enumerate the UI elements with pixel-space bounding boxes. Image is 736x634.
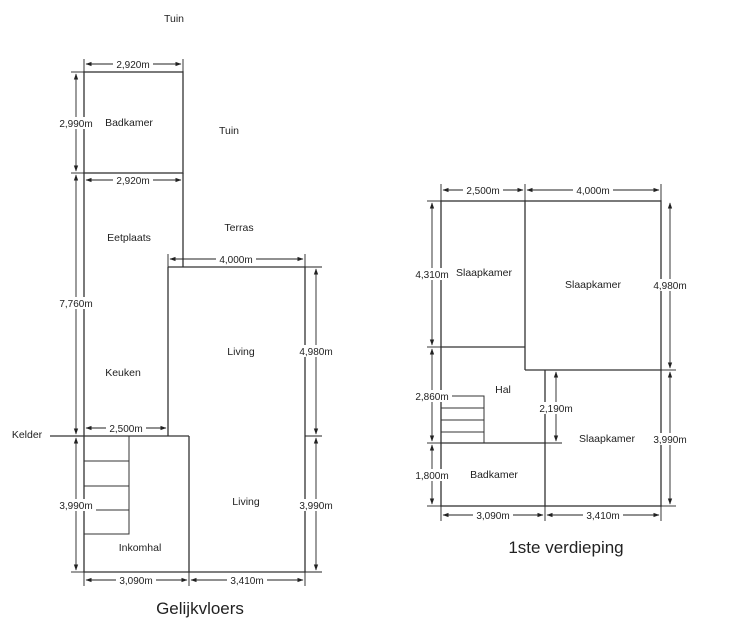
ground-floor-plan: 2,920m 2,990m 2,920m 7,760m 4,000m 4,980… (12, 13, 336, 618)
dim-badkamer-width: 2,920m (116, 60, 149, 71)
room-label-badkamer-1st: Badkamer (470, 469, 518, 481)
ground-floor-walls (50, 71, 306, 573)
ground-floor-room-labels: Tuin Badkamer Tuin Eetplaats Terras Livi… (12, 13, 260, 554)
dim-badkamer-depth: 2,990m (59, 119, 92, 130)
room-label-hal: Hal (495, 384, 511, 396)
room-label-slaapkamer-left: Slaapkamer (456, 267, 513, 279)
ground-floor-dimension-labels: 2,920m 2,990m 2,920m 7,760m 4,000m 4,980… (56, 58, 336, 587)
room-label-slaapkamer-bottom: Slaapkamer (579, 433, 636, 445)
dim-eetplaats-width: 2,920m (116, 176, 149, 187)
dim-kelder-width: 2,500m (109, 424, 142, 435)
first-floor-dimension-labels: 2,500m 4,000m 4,310m 4,980m 2,860m 2,190… (412, 184, 690, 522)
dim-slaapkamer-right-depth: 4,980m (653, 281, 686, 292)
first-floor-walls (440, 200, 662, 507)
ground-floor-title: Gelijkvloers (156, 599, 244, 618)
dim-living-depth-top: 4,980m (299, 347, 332, 358)
dim-slaapkamer-left-depth: 4,310m (415, 270, 448, 281)
room-label-terras: Terras (224, 222, 253, 234)
dim-hal-inner-depth: 2,190m (539, 404, 572, 415)
dim-eetplaats-keuken-depth: 7,760m (59, 299, 92, 310)
room-label-living-top: Living (227, 346, 255, 358)
dim-slaapkamer-bottom-depth: 3,990m (653, 435, 686, 446)
room-label-kelder: Kelder (12, 429, 43, 441)
first-floor-plan: 2,500m 4,000m 4,310m 4,980m 2,860m 2,190… (412, 184, 690, 557)
room-label-tuin-top: Tuin (164, 13, 184, 25)
dim-inkomhal-depth: 3,990m (59, 501, 92, 512)
dim-bottom-left-width: 3,090m (119, 576, 152, 587)
room-label-slaapkamer-right: Slaapkamer (565, 279, 622, 291)
first-floor-stairs (440, 395, 485, 444)
dim-bottom-left-width-1st: 3,090m (476, 511, 509, 522)
room-label-inkomhal: Inkomhal (119, 542, 162, 554)
dim-living-depth-bottom: 3,990m (299, 501, 332, 512)
room-label-tuin: Tuin (219, 125, 239, 137)
dim-hal-depth: 2,860m (415, 392, 448, 403)
first-floor-room-labels: Slaapkamer Slaapkamer Hal Slaapkamer Bad… (456, 267, 636, 481)
ground-floor-dimension-lines (71, 59, 322, 586)
first-floor-dimension-lines (427, 184, 676, 521)
dim-bottom-right-width-1st: 3,410m (586, 511, 619, 522)
dim-badkamer-depth: 1,800m (415, 471, 448, 482)
dim-living-width: 4,000m (219, 255, 252, 266)
room-label-keuken: Keuken (105, 367, 141, 379)
room-label-eetplaats: Eetplaats (107, 232, 151, 244)
room-label-badkamer: Badkamer (105, 117, 153, 129)
first-floor-title: 1ste verdieping (508, 538, 623, 557)
dim-top-right-width: 4,000m (576, 186, 609, 197)
room-label-living-bottom: Living (232, 496, 260, 508)
dim-top-left-width: 2,500m (466, 186, 499, 197)
dim-bottom-right-width: 3,410m (230, 576, 263, 587)
ground-floor-stairs (83, 435, 130, 535)
